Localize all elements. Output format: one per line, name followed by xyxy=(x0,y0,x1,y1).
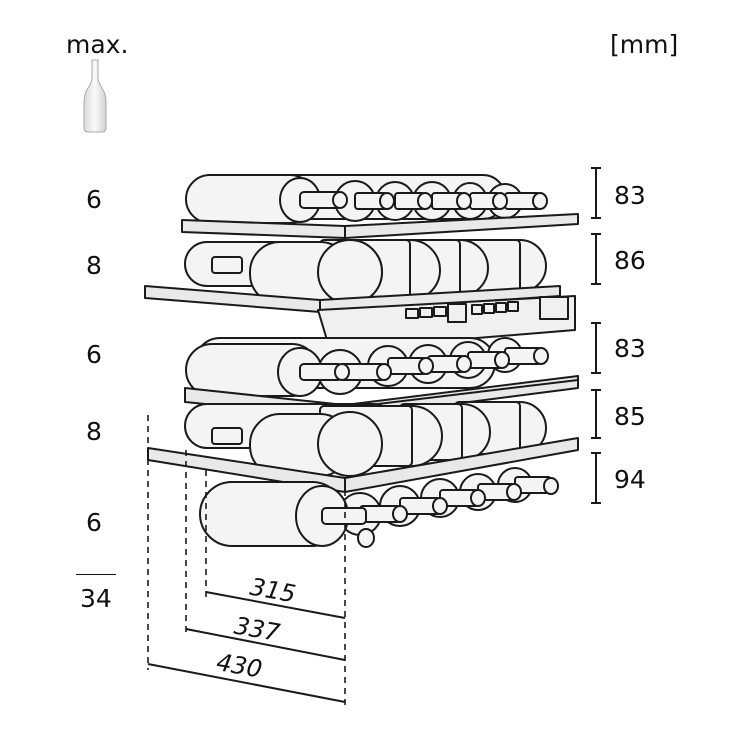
shelf-count-4: 8 xyxy=(86,417,102,446)
depth-337: 337 xyxy=(232,612,283,648)
shelf-count-1: 6 xyxy=(86,185,102,214)
total-bottles: 34 xyxy=(80,584,112,613)
control-panel xyxy=(317,295,576,351)
unit-label: [mm] xyxy=(610,30,679,59)
shelf-1-rail xyxy=(181,213,579,239)
shelf-2-bottles xyxy=(184,239,547,305)
shelf-height-3: 83 xyxy=(614,334,646,363)
shelf-4-bottles xyxy=(184,401,547,477)
shelf-height-2: 86 xyxy=(614,246,646,275)
shelf-count-2: 8 xyxy=(86,251,102,280)
shelf-5-bottles xyxy=(199,467,559,548)
shelf-count-3: 6 xyxy=(86,340,102,369)
shelf-3-bottles xyxy=(185,337,549,397)
total-divider xyxy=(76,574,116,575)
height-brackets xyxy=(591,167,601,504)
shelf-count-5: 6 xyxy=(86,508,102,537)
shelf-height-1: 83 xyxy=(614,181,646,210)
depth-315: 315 xyxy=(248,573,298,609)
depth-dimension-lines xyxy=(147,591,346,703)
shelf-1-bottles xyxy=(185,174,548,224)
depth-guides xyxy=(147,415,346,710)
shelf-height-5: 94 xyxy=(614,465,646,494)
max-label: max. xyxy=(66,30,129,59)
shelf-height-4: 85 xyxy=(614,402,646,431)
shelf-2-rail xyxy=(144,285,561,313)
